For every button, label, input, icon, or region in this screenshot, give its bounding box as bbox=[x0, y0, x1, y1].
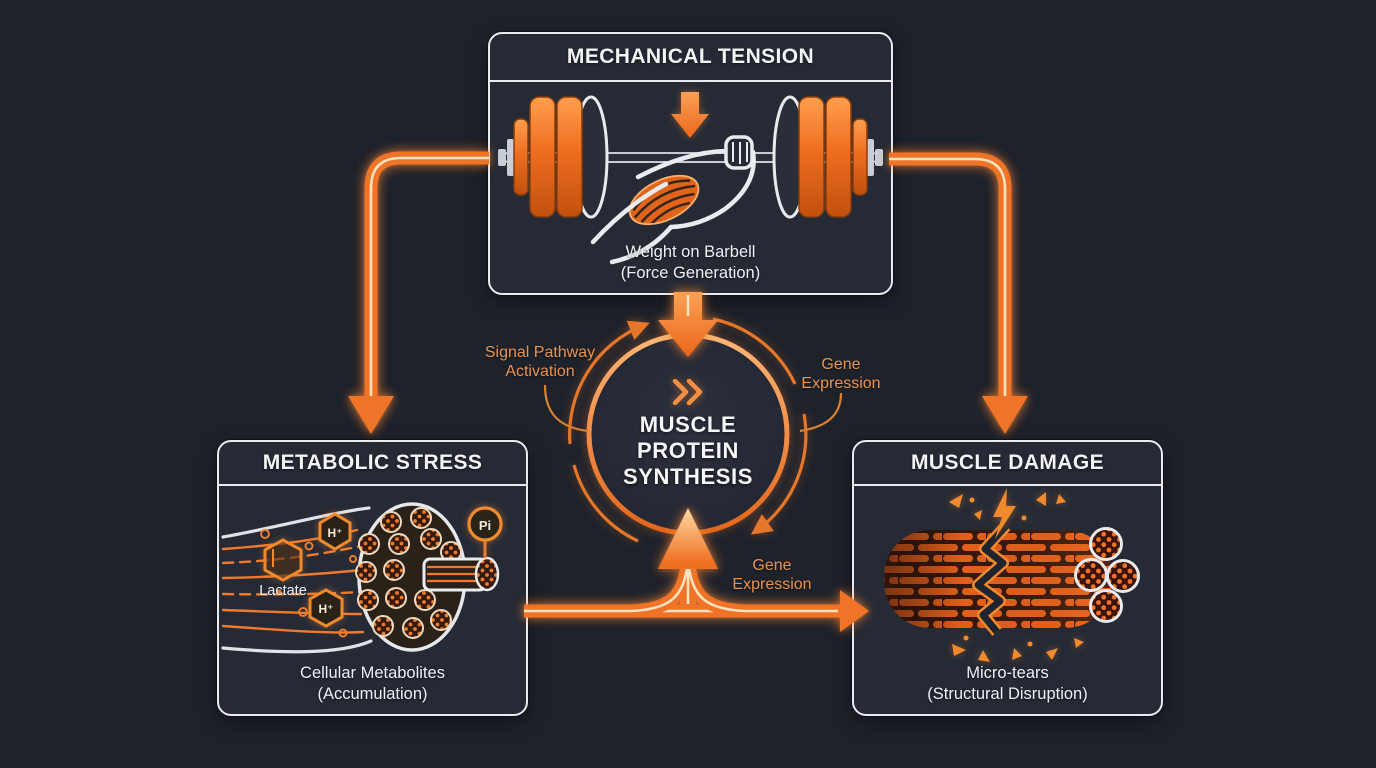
label-line: Gene bbox=[752, 557, 792, 574]
mechanical-tension-header: MECHANICAL TENSION bbox=[490, 34, 891, 82]
lactate-label: Lactate bbox=[259, 583, 307, 599]
caption-line: (Force Generation) bbox=[620, 264, 761, 282]
label-line: Expression bbox=[801, 375, 881, 392]
caption-line: (Structural Disruption) bbox=[927, 685, 1088, 703]
metabolic-stress-caption: Cellular Metabolites (Accumulation) bbox=[219, 663, 526, 705]
muscle-damage-header: MUSCLE DAMAGE bbox=[854, 442, 1161, 486]
box-metabolic-stress: METABOLIC STRESS bbox=[217, 440, 528, 716]
metabolite-flow-lines bbox=[221, 506, 373, 654]
metabolic-stress-header: METABOLIC STRESS bbox=[219, 442, 526, 486]
tear-crack-icon bbox=[972, 521, 1011, 636]
signal-pathway-label: Signal Pathway Activation bbox=[450, 343, 630, 381]
muscle-damage-caption: Micro-tears (Structural Disruption) bbox=[854, 663, 1161, 705]
gripping-fist-icon bbox=[724, 135, 754, 170]
arrow-bottom-right bbox=[524, 590, 869, 632]
mechanical-tension-caption: Weight on Barbell (Force Generation) bbox=[490, 242, 891, 284]
synthesis-line: PROTEIN bbox=[637, 437, 739, 463]
arrow-right-down bbox=[889, 152, 1028, 434]
pi-label: Pi bbox=[479, 518, 491, 533]
h-plus-label: H⁺ bbox=[328, 526, 343, 540]
phosphate-badge: Pi bbox=[467, 506, 503, 558]
box-mechanical-tension: MECHANICAL TENSION bbox=[488, 32, 893, 295]
muscle-fiber-bundle-icon bbox=[884, 521, 1140, 636]
biceps-muscle-icon bbox=[628, 174, 700, 226]
arrow-branch-up bbox=[631, 508, 745, 618]
double-chevron-icon bbox=[672, 378, 703, 405]
box-muscle-damage: MUSCLE DAMAGE bbox=[852, 440, 1163, 716]
caption-line: Cellular Metabolites bbox=[300, 664, 445, 682]
caption-line: Weight on Barbell bbox=[625, 243, 756, 261]
arrow-left-down bbox=[348, 151, 489, 434]
lactate-hexagon-icon bbox=[263, 538, 303, 582]
gene-expression-label-bottom: Gene Expression bbox=[706, 556, 838, 594]
synthesis-line: MUSCLE bbox=[639, 411, 737, 437]
barbell-icon bbox=[498, 95, 883, 219]
label-line: Expression bbox=[732, 576, 812, 593]
mechanical-tension-title: MECHANICAL TENSION bbox=[566, 45, 815, 68]
h-plus-label: H⁺ bbox=[319, 602, 334, 616]
hydrogen-hexagons: H⁺ H⁺ bbox=[263, 512, 352, 628]
synthesis-circle-ring bbox=[568, 317, 808, 543]
muscle-protein-synthesis-node: MUSCLE PROTEIN SYNTHESIS bbox=[598, 348, 778, 520]
force-down-arrow-icon bbox=[671, 92, 709, 138]
caption-line: Micro-tears bbox=[966, 664, 1049, 682]
arrow-center-down bbox=[658, 292, 718, 357]
gene-expression-label-top: Gene Expression bbox=[775, 355, 907, 393]
lightning-bolt-icon bbox=[993, 488, 1016, 539]
damage-debris-icons bbox=[949, 488, 1084, 662]
caption-line: (Accumulation) bbox=[317, 685, 428, 703]
label-connectors bbox=[543, 384, 843, 433]
muscle-cross-section-icon bbox=[355, 502, 500, 652]
fiber-cross-sections-icon bbox=[1074, 527, 1140, 623]
metabolic-stress-title: METABOLIC STRESS bbox=[262, 451, 483, 474]
label-line: Signal Pathway bbox=[484, 344, 596, 361]
muscle-fiber-tube-icon bbox=[422, 556, 500, 592]
label-line: Gene bbox=[821, 356, 861, 373]
label-line: Activation bbox=[505, 363, 575, 380]
synthesis-line: SYNTHESIS bbox=[622, 463, 754, 489]
muscle-damage-title: MUSCLE DAMAGE bbox=[910, 451, 1105, 474]
